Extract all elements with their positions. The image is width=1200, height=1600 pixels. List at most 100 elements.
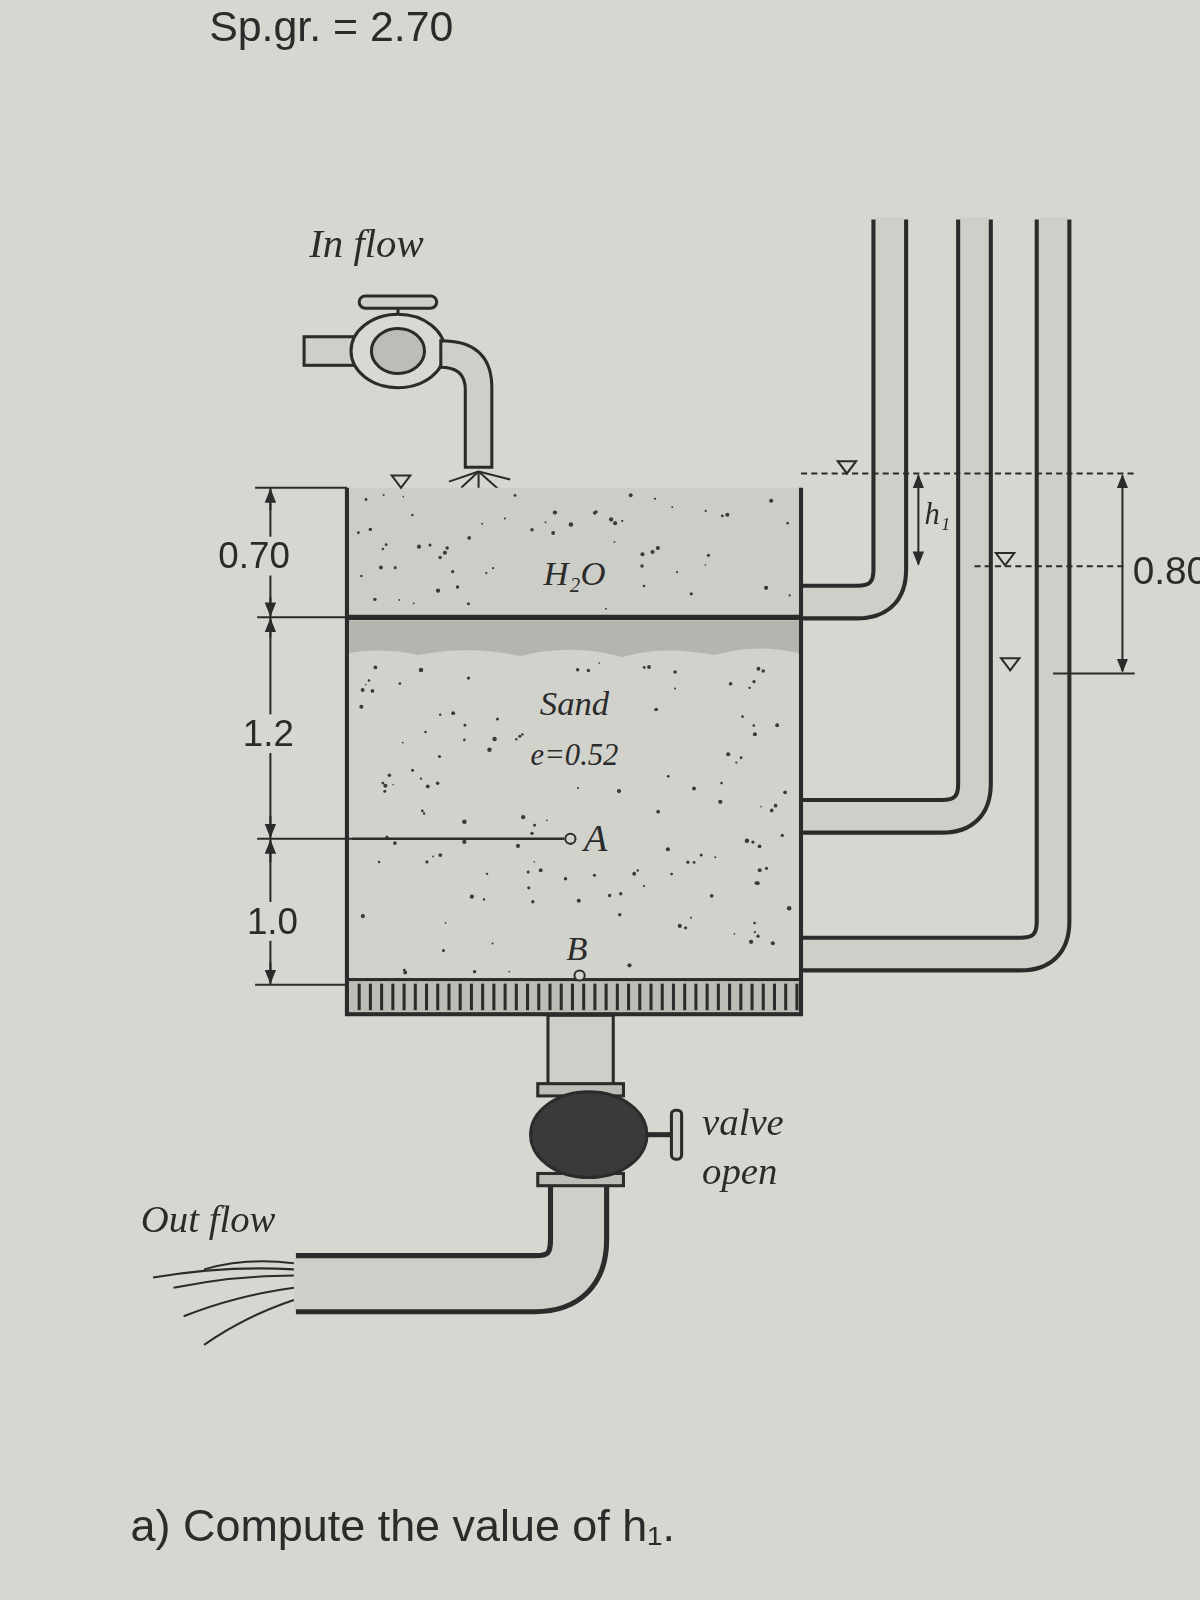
sand-grain (564, 877, 567, 880)
sand-grain (673, 670, 676, 673)
sand-grain (553, 510, 557, 514)
filter-hatch (605, 984, 608, 1011)
sand-grain (531, 900, 534, 903)
sand-grain (753, 922, 756, 925)
sand-grain (464, 724, 467, 727)
filter-hatch (414, 984, 417, 1011)
sand-grain (774, 804, 778, 808)
filter-hatch (795, 984, 798, 1011)
sand-grain (656, 546, 660, 550)
sand-grain (359, 705, 363, 709)
sand-grain (647, 665, 651, 669)
dimension-label: 1.2 (241, 714, 296, 753)
sand-grain (485, 572, 487, 574)
sand-grain (749, 940, 753, 944)
sand-grain (371, 689, 375, 693)
sand-grain (483, 898, 485, 900)
sand-grain (492, 567, 494, 569)
sand-grain (707, 554, 710, 557)
filter-hatch (403, 984, 406, 1011)
sand-grain (576, 668, 579, 671)
sand-grain (527, 886, 530, 889)
filter-hatch (459, 984, 462, 1011)
sand-grain (678, 924, 682, 928)
sand-grain (725, 513, 729, 517)
sand-grain (667, 775, 670, 778)
sand-grain (382, 548, 384, 550)
sand-grain (714, 856, 716, 858)
sand-grain (710, 894, 714, 898)
filter-hatch (616, 984, 619, 1011)
sand-grain (718, 800, 722, 804)
sand-grain (432, 856, 434, 858)
outflow-label: Out flow (141, 1199, 276, 1240)
sand-grain (417, 545, 421, 549)
sand-grain (618, 913, 621, 916)
sand-grain (676, 571, 678, 573)
sand-grain (504, 518, 506, 520)
sand-grain (654, 498, 656, 500)
sand-grain (605, 608, 607, 610)
sand-grain (467, 536, 471, 540)
sand-grain (419, 668, 423, 672)
sand-grain (726, 752, 730, 756)
sand-grain (754, 881, 757, 884)
sand-grain (383, 494, 385, 496)
sand-grain (617, 789, 621, 793)
sand-grain (467, 602, 470, 605)
filter-hatch (470, 984, 473, 1011)
sand-grain (514, 494, 517, 497)
filter-hatch (649, 984, 652, 1011)
filter-hatch (548, 984, 551, 1011)
water-layer: H₂O (350, 492, 799, 615)
sand-grain (451, 570, 454, 573)
sand-grain (666, 847, 670, 851)
filter-hatch (762, 984, 765, 1011)
sand-grain (424, 731, 427, 734)
sand-grain (463, 739, 466, 742)
sand-grain (656, 810, 660, 814)
sand-grain (445, 922, 447, 924)
sand-grain (470, 894, 474, 898)
sand-grain (496, 717, 499, 720)
sand-grain (399, 682, 402, 685)
sand-grain (456, 585, 459, 588)
sand-grain (770, 809, 774, 813)
layer-label: H₂O (540, 555, 608, 591)
sand-grain (381, 782, 384, 785)
sand-grain (392, 784, 394, 786)
sand-grain (643, 666, 646, 669)
sand-grain (705, 510, 707, 512)
sand-grain (771, 941, 775, 945)
sand-grain (420, 778, 422, 780)
sand-grain (467, 676, 470, 679)
sand-grain (640, 564, 643, 567)
sand-grain (451, 711, 455, 715)
sand-grain (361, 914, 365, 918)
sand-grain (369, 528, 372, 531)
point-label: A (582, 818, 610, 859)
outlet-valve-pipe (153, 1015, 682, 1345)
sand-grain (775, 723, 779, 727)
filter-hatch (627, 984, 630, 1011)
sand-grain (614, 541, 616, 543)
layer-label: Sand (537, 686, 613, 722)
sand-grain (619, 892, 622, 895)
sand-grain (383, 790, 386, 793)
filter-hatch (481, 984, 484, 1011)
point-label: B (564, 931, 589, 967)
sand-grain (436, 589, 440, 593)
sand-grain (533, 824, 536, 827)
sand-grain (360, 575, 362, 577)
question-text: a) Compute the value of h₁. (131, 1502, 675, 1549)
sand-grain (374, 666, 378, 670)
sand-grain (518, 735, 521, 738)
sand-grain (632, 872, 636, 876)
sand-grain (473, 970, 476, 973)
sand-grain (462, 819, 466, 823)
sand-grain (637, 869, 639, 871)
sand-grain (704, 564, 706, 566)
sand-grain (357, 531, 360, 534)
